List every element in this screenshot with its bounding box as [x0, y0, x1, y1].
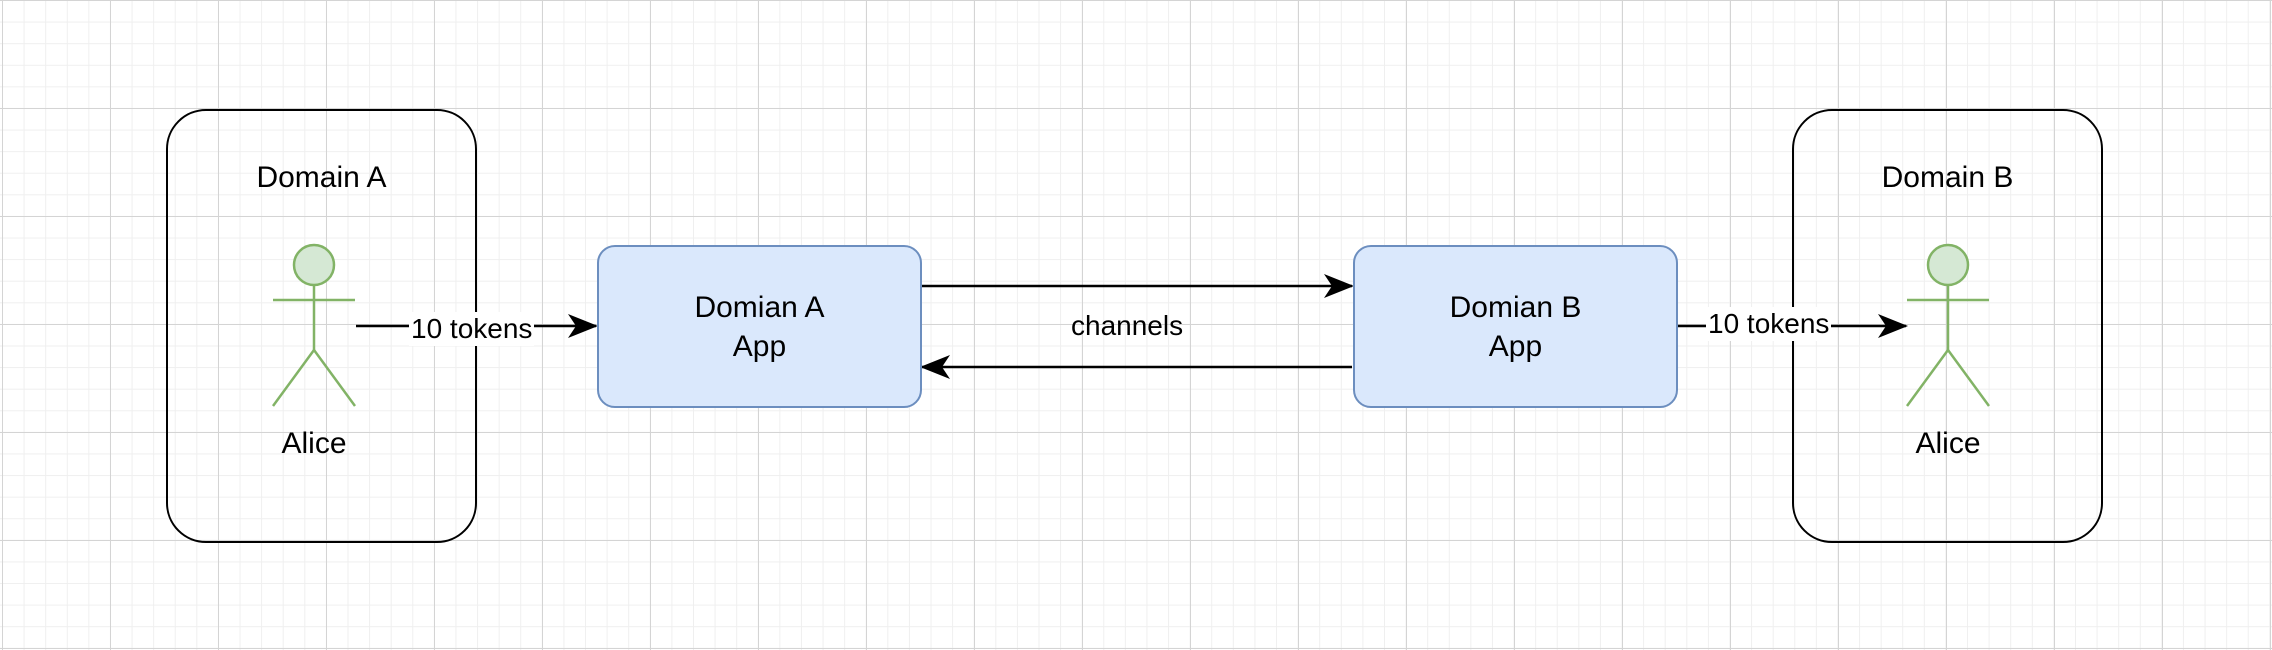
app-b-name: Domian B — [1449, 290, 1582, 324]
app-a-name: Domian A — [694, 290, 825, 324]
app-b-suffix: App — [1488, 329, 1543, 363]
edge-label-channels: channels — [1071, 310, 1184, 341]
actor-alice-a-icon — [271, 243, 357, 407]
actor-b-label: Alice — [1915, 427, 1981, 460]
edge-label-right-transfer: 10 tokens — [1706, 307, 1832, 341]
domain-b-title: Domain B — [1881, 161, 2014, 194]
domain-a-title: Domain A — [256, 161, 387, 194]
app-a-node: Domian A App — [597, 245, 922, 408]
actor-alice-b-icon — [1905, 243, 1991, 407]
app-a-suffix: App — [732, 329, 787, 363]
edge-label-left-transfer: 10 tokens — [409, 312, 535, 346]
app-b-node: Domian B App — [1353, 245, 1678, 408]
actor-a-label: Alice — [281, 427, 347, 460]
